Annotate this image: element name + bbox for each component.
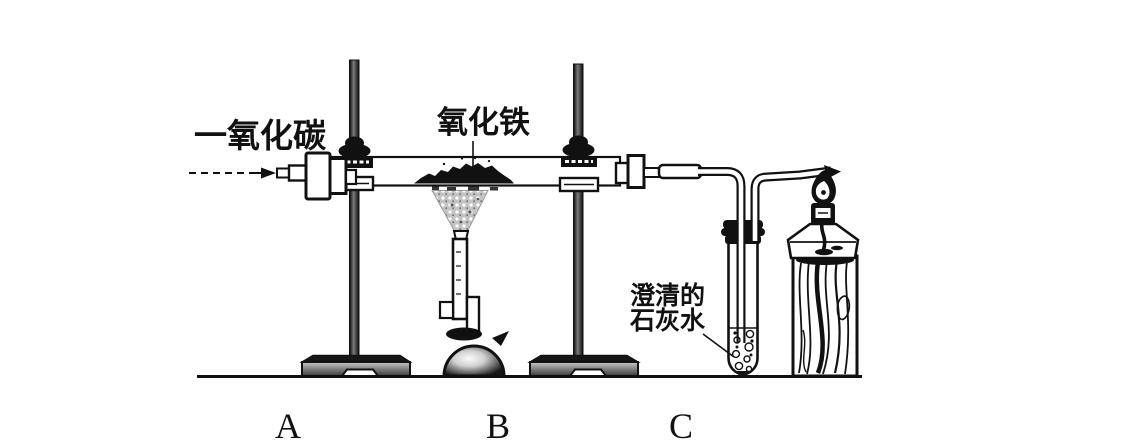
label-point-c: C <box>669 406 693 442</box>
delivery-tube-outlet <box>750 166 832 241</box>
label-co-inlet: 一氧化碳 <box>194 117 327 154</box>
iron-oxide-powder <box>414 156 514 191</box>
outlet-stopper-assembly <box>614 154 703 189</box>
iron-stand-b <box>527 63 641 377</box>
label-limewater-1: 澄清的 <box>630 281 705 310</box>
wooden-block <box>791 254 859 378</box>
gas-flow-arrow-icon <box>189 167 276 179</box>
label-point-b: B <box>486 406 510 442</box>
label-iron-oxide: 氧化铁 <box>437 105 530 140</box>
blast-burner <box>431 190 509 378</box>
tube-tip <box>824 165 841 179</box>
co-inlet-assembly <box>189 151 358 201</box>
lamp-wick <box>819 223 827 252</box>
burner-flame-icon <box>431 190 489 233</box>
alcohol-lamp <box>786 203 860 260</box>
iron-stand-a <box>299 59 413 377</box>
label-point-a: A <box>275 406 301 442</box>
delivery-tube-inlet <box>698 167 746 343</box>
test-tube-c <box>727 243 759 376</box>
tail-gas-flame-icon <box>811 165 841 205</box>
burner-fuel-bulb <box>442 344 506 378</box>
limewater-bubbles <box>731 329 755 373</box>
limewater-pointer <box>702 333 735 358</box>
label-limewater-2: 石灰水 <box>629 307 706 335</box>
clamp-b <box>558 135 600 193</box>
